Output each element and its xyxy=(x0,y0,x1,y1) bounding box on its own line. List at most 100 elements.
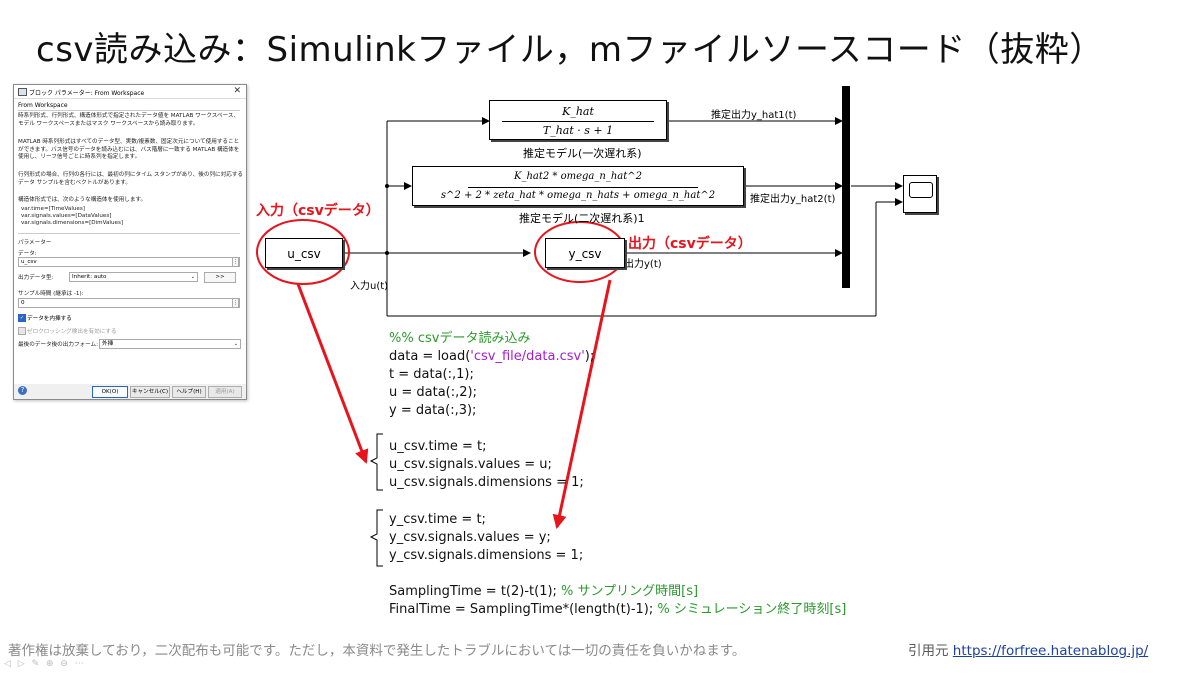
sample-time-label: サンプル時間 (継承は -1): xyxy=(18,291,84,297)
ok-button[interactable]: OK(O) xyxy=(92,386,128,398)
branch-point xyxy=(385,184,389,188)
dialog-titlebar[interactable]: ブロック パラメーター: From Workspace ✕ xyxy=(14,85,246,99)
code-line-u-dims: u_csv.signals.dimensions = 1; xyxy=(389,475,584,490)
y-block-label: y_csv xyxy=(568,247,602,261)
help-icon[interactable]: ? xyxy=(18,386,27,395)
code-line-final-time: FinalTime = SamplingTime*(length(t)-1); … xyxy=(389,601,846,619)
help-button[interactable]: ヘルプ(H) xyxy=(172,386,206,398)
signal-label-y: 出力y(t) xyxy=(624,259,662,270)
transfer-function-block-2[interactable]: K_hat2 * omega_n_hat^2 s^2 + 2 * zeta_ha… xyxy=(412,166,744,206)
slide-nav-controls[interactable]: ◁ ▷ ✎ ⊕ ⊖ ⋯ xyxy=(4,659,86,669)
tf2-numerator: K_hat2 * omega_n_hat^2 xyxy=(514,171,642,182)
code-line-y-dims: y_csv.signals.dimensions = 1; xyxy=(389,548,584,563)
cancel-button[interactable]: キャンセル(C) xyxy=(130,386,170,398)
simulink-block-icon xyxy=(18,88,27,96)
output-type-select[interactable]: Inherit: auto ⌄ xyxy=(69,272,198,282)
mux-block xyxy=(842,86,850,288)
code-string: 'csv_file/data.csv' xyxy=(470,349,585,364)
data-label: データ: xyxy=(18,251,37,257)
apply-button[interactable]: 適用(A) xyxy=(208,386,242,398)
fraction-bar xyxy=(468,187,698,188)
data-input[interactable]: u_csv xyxy=(18,257,240,267)
interpolate-label: データを内挿する xyxy=(27,316,72,322)
code-line-u: u = data(:,2); xyxy=(389,385,477,400)
dialog-title: ブロック パラメーター: From Workspace xyxy=(29,90,145,97)
output-type-label: 出力データ型: xyxy=(18,275,54,281)
code-line-t: t = data(:,1); xyxy=(389,367,474,382)
slide-title: csv読み込み：Simulinkファイル，mファイルソースコード（抜粋） xyxy=(36,30,1104,70)
code-line-y-values: y_csv.signals.values = y; xyxy=(389,530,551,545)
data-input-menu-button[interactable]: ⋮ xyxy=(232,257,239,267)
code-line-y-time: y_csv.time = t; xyxy=(389,512,486,527)
after-data-select[interactable]: 外挿 ⌄ xyxy=(99,339,241,349)
output-mapping-arrow xyxy=(552,279,612,529)
output-highlight-ellipse xyxy=(534,221,626,283)
output-callout: 出力（csvデータ） xyxy=(628,236,752,252)
description-paragraph: 行列形式の場合、行列の各行には、最初の列にタイム スタンプがあり、後の列に対応す… xyxy=(18,172,244,186)
code-text: ); xyxy=(584,349,595,364)
struct-line: var.signals.values=[DataValues] xyxy=(21,213,112,219)
u-block-label: u_csv xyxy=(287,247,321,261)
signal-label-u: 入力u(t) xyxy=(350,281,389,292)
tf1-denominator: T_hat · s + 1 xyxy=(542,124,614,137)
struct-line: var.time=[TimeValues] xyxy=(21,206,85,212)
signal-label-y-hat1: 推定出力y_hat1(t) xyxy=(711,110,797,121)
transfer-function-block-1[interactable]: K_hat T_hat · s + 1 xyxy=(489,100,667,140)
tf2-denominator: s^2 + 2 * zeta_hat * omega_n_hats + omeg… xyxy=(440,190,716,201)
chevron-down-icon: ⌄ xyxy=(233,341,238,347)
code-comment-load: %% csvデータ読み込み xyxy=(389,331,531,346)
parameters-heading: パラメーター xyxy=(18,240,52,246)
from-workspace-u-block[interactable]: u_csv xyxy=(265,238,343,268)
fraction-bar xyxy=(502,121,654,122)
code-comment: % シミュレーション終了時刻[s] xyxy=(657,602,847,617)
source-link[interactable]: https://forfree.hatenablog.jp/ xyxy=(952,643,1149,659)
code-text: SamplingTime = t(2)-t(1); xyxy=(389,584,562,599)
code-text: data = load( xyxy=(389,349,471,364)
input-callout: 入力（csvデータ） xyxy=(256,203,380,219)
chevron-down-icon: ⌄ xyxy=(190,274,195,280)
description-paragraph: MATLAB 時系列形式はすべてのデータ型、実数/複素数、固定次元について使用す… xyxy=(18,139,240,160)
dialog-footer: ? OK(O) キャンセル(C) ヘルプ(H) 適用(A) xyxy=(14,384,246,399)
source-citation: 引用元 https://forfree.hatenablog.jp/ xyxy=(908,639,1148,659)
branch-point xyxy=(385,251,389,255)
signal-label-y-hat2: 推定出力y_hat2(t) xyxy=(750,194,836,205)
after-data-label: 最後のデータ後の出力フォーム: xyxy=(18,342,99,348)
code-comment: % サンプリング時間[s] xyxy=(561,584,699,599)
data-type-assistant-button[interactable]: >> xyxy=(204,272,236,283)
copyright-note: 著作権は放棄しており，二次配布も可能です。ただし，本資料で発生したトラブルにおい… xyxy=(8,643,746,659)
block-parameters-dialog: ブロック パラメーター: From Workspace ✕ From Works… xyxy=(13,84,247,400)
zero-crossing-checkbox[interactable] xyxy=(18,327,26,335)
description-paragraph: 構造体形式では、次のような構造体を使用します。 xyxy=(18,197,147,203)
input-mapping-arrow xyxy=(296,283,369,464)
code-line-u-time: u_csv.time = t; xyxy=(389,439,487,454)
struct-line: var.signals.dimensions=[DimValues] xyxy=(21,220,124,226)
code-brace xyxy=(369,433,383,491)
scope-icon xyxy=(909,182,933,198)
source-label: 引用元 xyxy=(908,643,953,659)
input-highlight-ellipse xyxy=(256,219,350,285)
interpolate-checkbox[interactable]: ✓ xyxy=(18,314,26,322)
dialog-body: From Workspace 時系列形式、行列形式、構造体形式で指定されたデータ… xyxy=(14,99,246,384)
tf1-numerator: K_hat xyxy=(562,105,594,118)
code-line-u-values: u_csv.signals.values = u; xyxy=(389,457,552,472)
code-line-sampling-time: SamplingTime = t(2)-t(1); % サンプリング時間[s] xyxy=(389,583,698,601)
tf1-caption: 推定モデル(一次遅れ系) xyxy=(523,147,642,160)
from-workspace-y-block[interactable]: y_csv xyxy=(545,238,625,268)
sample-time-input[interactable]: 0 xyxy=(18,298,240,308)
sample-time-menu-button[interactable]: ⋮ xyxy=(232,298,239,308)
after-data-value: 外挿 xyxy=(102,341,114,347)
divider xyxy=(18,233,240,234)
code-line-y: y = data(:,3); xyxy=(389,403,477,418)
code-text: FinalTime = SamplingTime*(length(t)-1); xyxy=(389,602,658,617)
scope-block[interactable] xyxy=(903,175,937,213)
block-type-heading: From Workspace xyxy=(18,102,68,109)
tf2-caption: 推定モデル(二次遅れ系)1 xyxy=(519,212,645,225)
output-type-value: Inherit: auto xyxy=(72,274,107,280)
code-line-load: data = load('csv_file/data.csv'); xyxy=(389,348,594,366)
divider xyxy=(18,110,240,111)
zero-crossing-label: ゼロクロッシング検出を有効にする xyxy=(27,329,117,335)
description-paragraph: 時系列形式、行列形式、構造体形式で指定されたデータ値を MATLAB ワークスペ… xyxy=(18,113,240,127)
close-icon[interactable]: ✕ xyxy=(233,86,241,96)
code-brace xyxy=(369,509,383,567)
